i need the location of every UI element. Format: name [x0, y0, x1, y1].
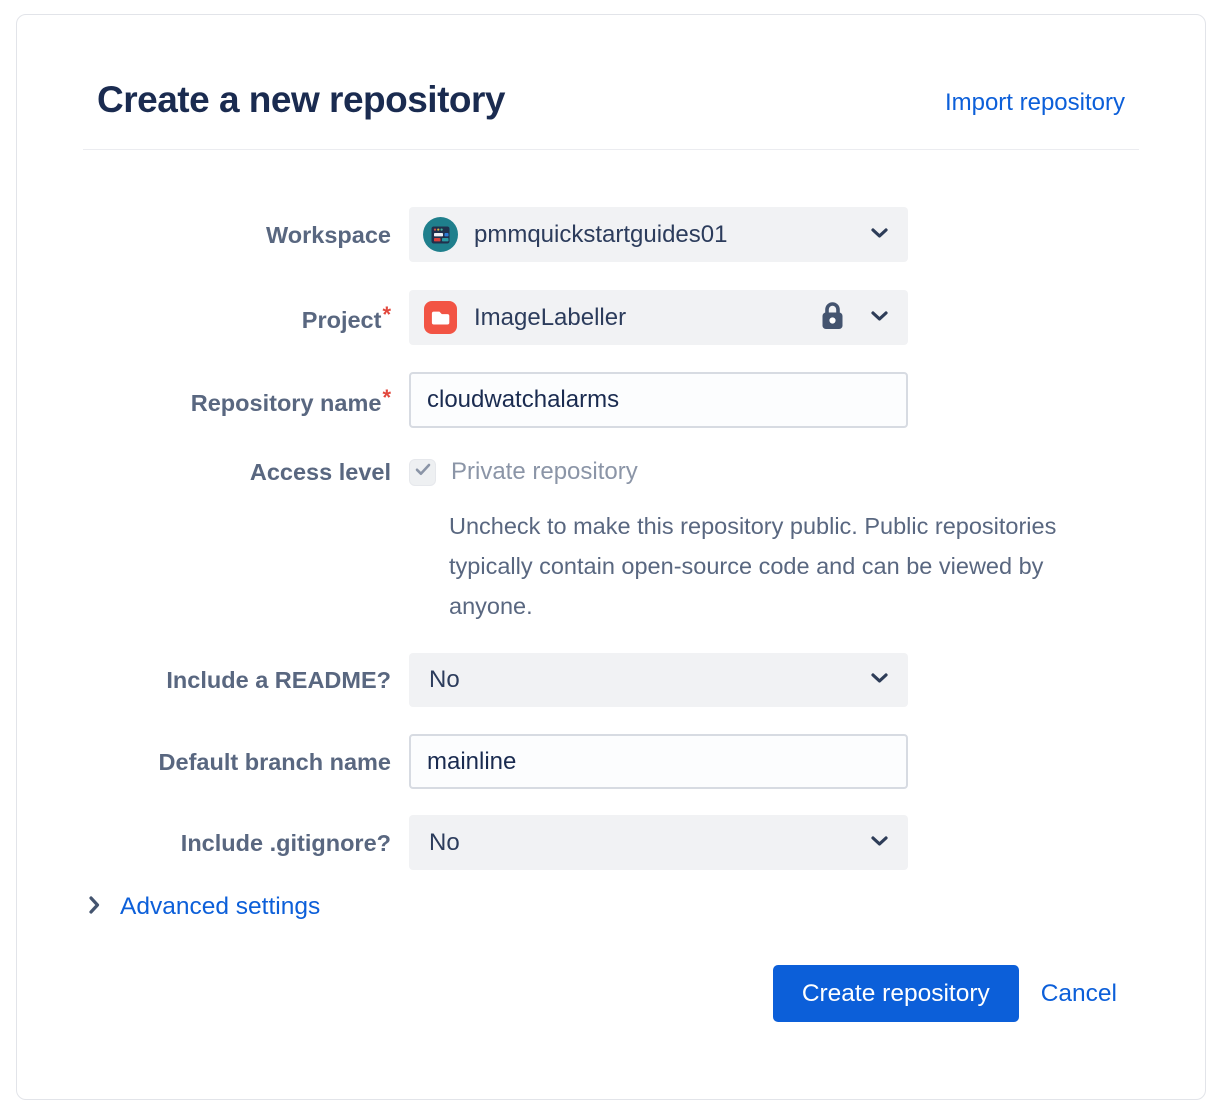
create-repository-dialog: Create a new repository Import repositor…: [16, 14, 1206, 1100]
project-row: Project* ImageLabeller: [81, 290, 1141, 345]
chevron-down-icon: [871, 834, 888, 852]
create-repository-form: Workspace: [81, 207, 1141, 1022]
cancel-button[interactable]: Cancel: [1040, 979, 1117, 1007]
workspace-avatar-icon: [423, 217, 458, 252]
chevron-down-icon: [871, 309, 888, 327]
include-gitignore-selected-value: No: [429, 828, 460, 856]
advanced-settings-label: Advanced settings: [120, 893, 321, 920]
workspace-row: Workspace: [81, 207, 1141, 262]
project-select[interactable]: ImageLabeller: [409, 290, 908, 345]
project-folder-icon: [423, 300, 458, 335]
default-branch-input[interactable]: [409, 734, 908, 789]
workspace-selected-value: pmmquickstartguides01: [474, 220, 728, 248]
lock-icon: [820, 300, 845, 336]
include-gitignore-row: Include .gitignore? No: [81, 815, 1141, 870]
default-branch-row: Default branch name: [81, 734, 1141, 789]
required-asterisk: *: [382, 384, 391, 410]
advanced-settings-toggle[interactable]: Advanced settings: [89, 893, 1141, 921]
private-repository-label: Private repository: [451, 458, 638, 485]
workspace-select[interactable]: pmmquickstartguides01: [409, 207, 908, 262]
include-gitignore-select[interactable]: No: [409, 815, 908, 870]
chevron-down-icon: [871, 226, 888, 244]
include-readme-label: Include a README?: [166, 667, 391, 693]
include-readme-select[interactable]: No: [409, 653, 908, 707]
workspace-label: Workspace: [266, 221, 391, 248]
header-divider: [83, 149, 1139, 150]
default-branch-label: Default branch name: [158, 748, 391, 775]
repository-name-label: Repository name*: [190, 384, 391, 416]
dialog-header: Create a new repository Import repositor…: [81, 79, 1141, 121]
repository-name-row: Repository name*: [81, 372, 1141, 428]
create-repository-button[interactable]: Create repository: [772, 965, 1019, 1022]
include-gitignore-label: Include .gitignore?: [180, 829, 391, 856]
chevron-right-icon: [89, 895, 100, 919]
repository-name-input[interactable]: [409, 372, 908, 428]
page-title: Create a new repository: [97, 79, 505, 120]
access-level-label: Access level: [249, 459, 391, 485]
checkmark-icon: [415, 463, 431, 481]
dialog-footer: Create repository Cancel: [81, 965, 1141, 1022]
import-repository-link[interactable]: Import repository: [944, 89, 1125, 116]
required-asterisk: *: [382, 302, 391, 327]
access-level-row: Access level Private repository Uncheck …: [81, 458, 1141, 626]
project-selected-value: ImageLabeller: [474, 303, 627, 331]
access-level-help-text: Uncheck to make this repository public. …: [449, 513, 1057, 619]
private-repository-checkbox[interactable]: [409, 458, 436, 486]
include-readme-row: Include a README? No: [81, 653, 1141, 707]
project-label: Project*: [301, 302, 391, 333]
include-readme-selected-value: No: [429, 666, 460, 693]
chevron-down-icon: [871, 671, 888, 689]
